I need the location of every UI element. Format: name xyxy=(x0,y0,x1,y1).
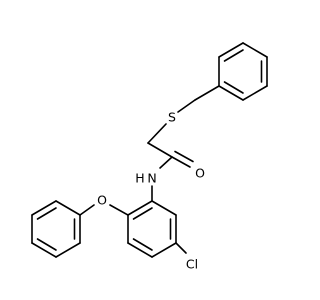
ether-phenyl-bond xyxy=(79,204,95,216)
chlorine-atom-label: Cl xyxy=(186,257,198,272)
sulfur-atom-label: S xyxy=(168,110,176,125)
chlorophenyl-ring xyxy=(127,200,177,258)
benzyl-phenyl-ring xyxy=(218,42,268,101)
chlorine-bond xyxy=(175,242,187,254)
amide-nitrogen-label: N xyxy=(147,171,156,186)
molecule-structure-diagram: S O N H Cl O xyxy=(31,42,268,272)
amide-hydrogen-label: H xyxy=(135,171,144,186)
aryl-ether-bond xyxy=(109,204,129,216)
ether-oxygen-label: O xyxy=(97,193,107,208)
phenoxy-ring xyxy=(31,200,81,258)
carbonyl-oxygen-label: O xyxy=(195,166,205,181)
benzyl-methylene-bonds xyxy=(177,85,220,113)
thioacetyl-chain-bonds xyxy=(147,123,194,169)
